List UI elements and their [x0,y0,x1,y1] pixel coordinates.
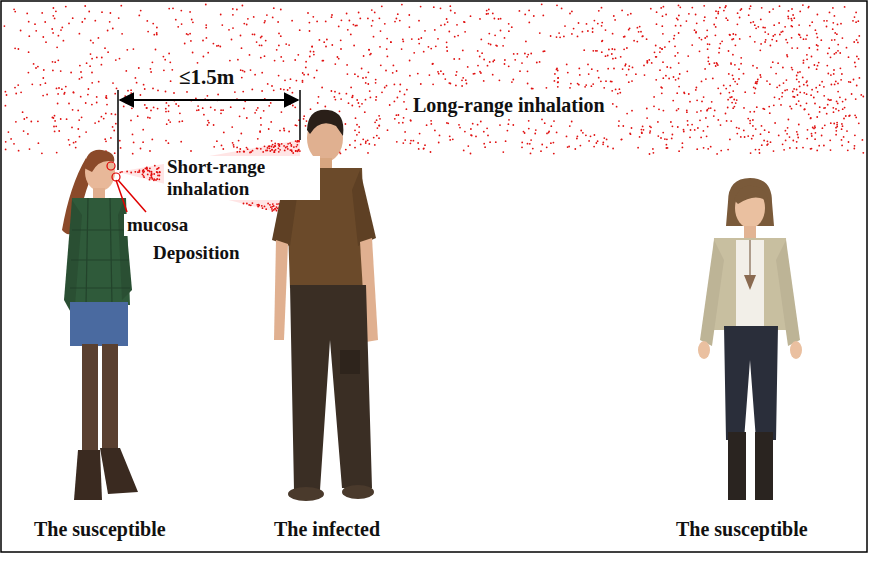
leader-line [118,180,146,212]
figure-caption: The infected [274,518,380,540]
deposition-label: Deposition [150,242,243,264]
dimension-label: ≤1.5m [176,66,237,88]
dimension-line [120,99,298,101]
figure-caption: The susceptible [676,518,808,540]
long-range-label: Long-range inhalation [410,94,608,116]
figure-caption: The susceptible [34,518,166,540]
extension-line [299,90,301,140]
extension-line [117,90,119,170]
mucosa-label: mucosa [124,214,191,236]
susceptible-figure-left [62,150,138,500]
short-range-label: Short-range inhalation [164,156,320,200]
frame [1,1,867,552]
susceptible-figure-right [698,178,802,500]
